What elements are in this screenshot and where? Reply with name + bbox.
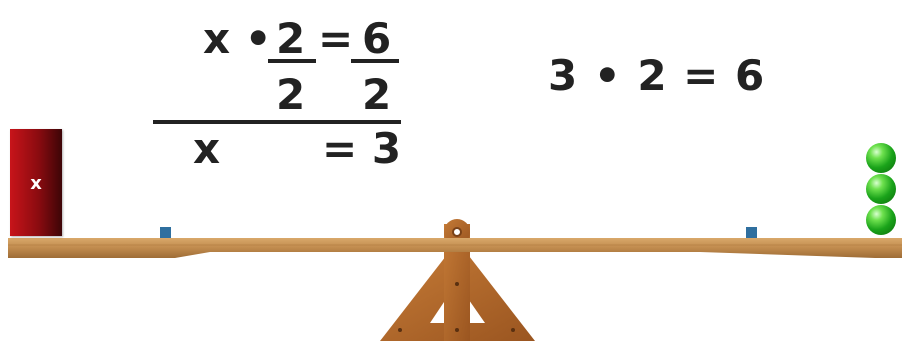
green-ball[interactable]: [866, 205, 896, 235]
numerator-right: 6: [362, 14, 392, 63]
check-equation: 3 • 2 = 6: [548, 51, 765, 100]
equals-sign: =: [318, 14, 354, 63]
fraction-bar-left: [268, 59, 316, 63]
green-ball[interactable]: [866, 143, 896, 173]
fraction-bar-right: [351, 59, 399, 63]
balance-marker-left: [160, 227, 171, 238]
denominator-left: 2: [276, 70, 306, 119]
result-value: = 3: [322, 124, 402, 173]
result-variable: x: [193, 124, 221, 173]
balance-marker-right: [746, 227, 757, 238]
green-ball[interactable]: [866, 174, 896, 204]
x-block-label: x: [30, 173, 42, 194]
result-divider: [153, 120, 401, 124]
denominator-right: 2: [362, 70, 392, 119]
equation-lhs: x •: [203, 14, 272, 63]
numerator-left: 2: [276, 14, 306, 63]
fulcrum: [380, 219, 535, 341]
x-block[interactable]: x: [10, 129, 62, 236]
seesaw-board: [8, 238, 902, 258]
